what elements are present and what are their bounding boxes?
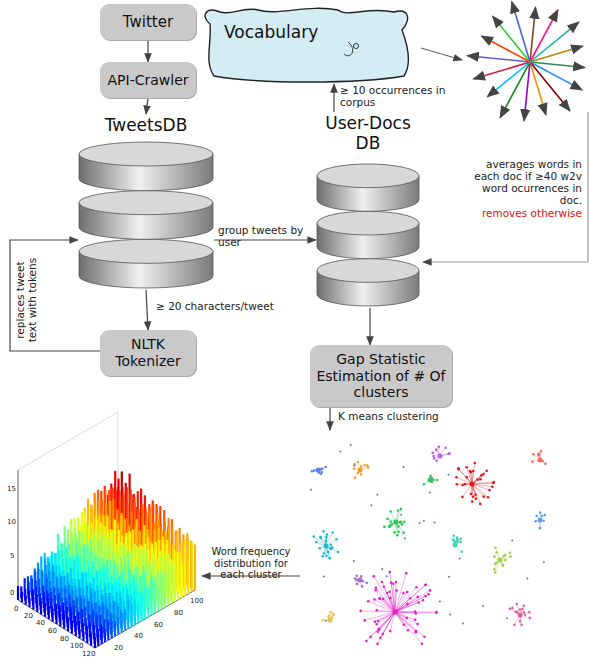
axis-tick: 120 — [82, 651, 95, 658]
source-box: Twitter — [100, 4, 196, 40]
process-box: API-Crawler — [100, 62, 196, 98]
vocab-to-vectors-arrow — [421, 48, 462, 60]
process-box: NLTK Tokenizer — [100, 330, 196, 376]
database-cylinder: TweetsDB — [78, 114, 214, 290]
flow-arrow — [369, 308, 370, 345]
flow-arrow — [146, 98, 148, 114]
axis-tick: 20 — [114, 645, 123, 652]
axis-tick: 0 — [14, 606, 18, 613]
node-label: NLTK Tokenizer — [106, 336, 190, 370]
axis-tick: 80 — [60, 636, 69, 643]
bar-chart — [18, 412, 195, 648]
kmeans-arrow — [329, 405, 330, 430]
edge-label: replaces tweet text with tokens — [14, 254, 38, 346]
process-note: averages words in each doc if ≥40 w2v wo… — [472, 158, 582, 206]
axis-tick: 20 — [24, 613, 33, 620]
process-box: Gap Statistic Estimation of # Of cluster… — [310, 345, 452, 407]
cluster-graph — [310, 444, 547, 645]
edge-label: ≥ 10 occurrences in corpus — [340, 84, 452, 108]
w2v-vector-star — [467, 2, 584, 121]
step-label: K means clustering — [338, 410, 458, 422]
cylinder-stack — [316, 162, 420, 308]
axis-tick: 100 — [70, 643, 83, 650]
node-label: Twitter — [123, 13, 173, 31]
axis-tick: 40 — [36, 620, 45, 627]
axis-tick: 5 — [10, 553, 14, 560]
step-label: Word frequency distribution for each clu… — [205, 546, 297, 581]
axis-tick: 60 — [154, 622, 163, 629]
vectors-to-docs-arrow — [423, 112, 588, 262]
flow-arrow — [147, 40, 148, 62]
flow-arrow — [333, 84, 334, 112]
axis-tick: 40 — [134, 633, 143, 640]
database-name: User-Docs DB — [320, 112, 416, 153]
bag-outline — [198, 2, 420, 84]
vocabulary-bag: Vocabulary — [198, 2, 420, 84]
node-label: Gap Statistic Estimation of # Of cluster… — [316, 351, 446, 401]
database-name: TweetsDB — [78, 114, 214, 136]
node-label: API-Crawler — [107, 72, 188, 89]
axis-tick: 0 — [10, 590, 14, 597]
axis-tick: 15 — [7, 486, 16, 493]
edge-label: group tweets by user — [218, 224, 328, 248]
axis-tick: 80 — [174, 610, 183, 617]
cylinder-stack — [78, 140, 214, 290]
flow-arrow — [146, 290, 148, 330]
database-cylinder: User-Docs DB — [316, 112, 420, 308]
axis-tick: 100 — [190, 598, 203, 605]
axis-tick: 60 — [48, 628, 57, 635]
node-label: Vocabulary — [224, 22, 318, 42]
warning-note: removes otherwise — [432, 207, 582, 219]
axis-tick: 10 — [7, 519, 16, 526]
edge-label: ≥ 20 characters/tweet — [156, 300, 286, 312]
